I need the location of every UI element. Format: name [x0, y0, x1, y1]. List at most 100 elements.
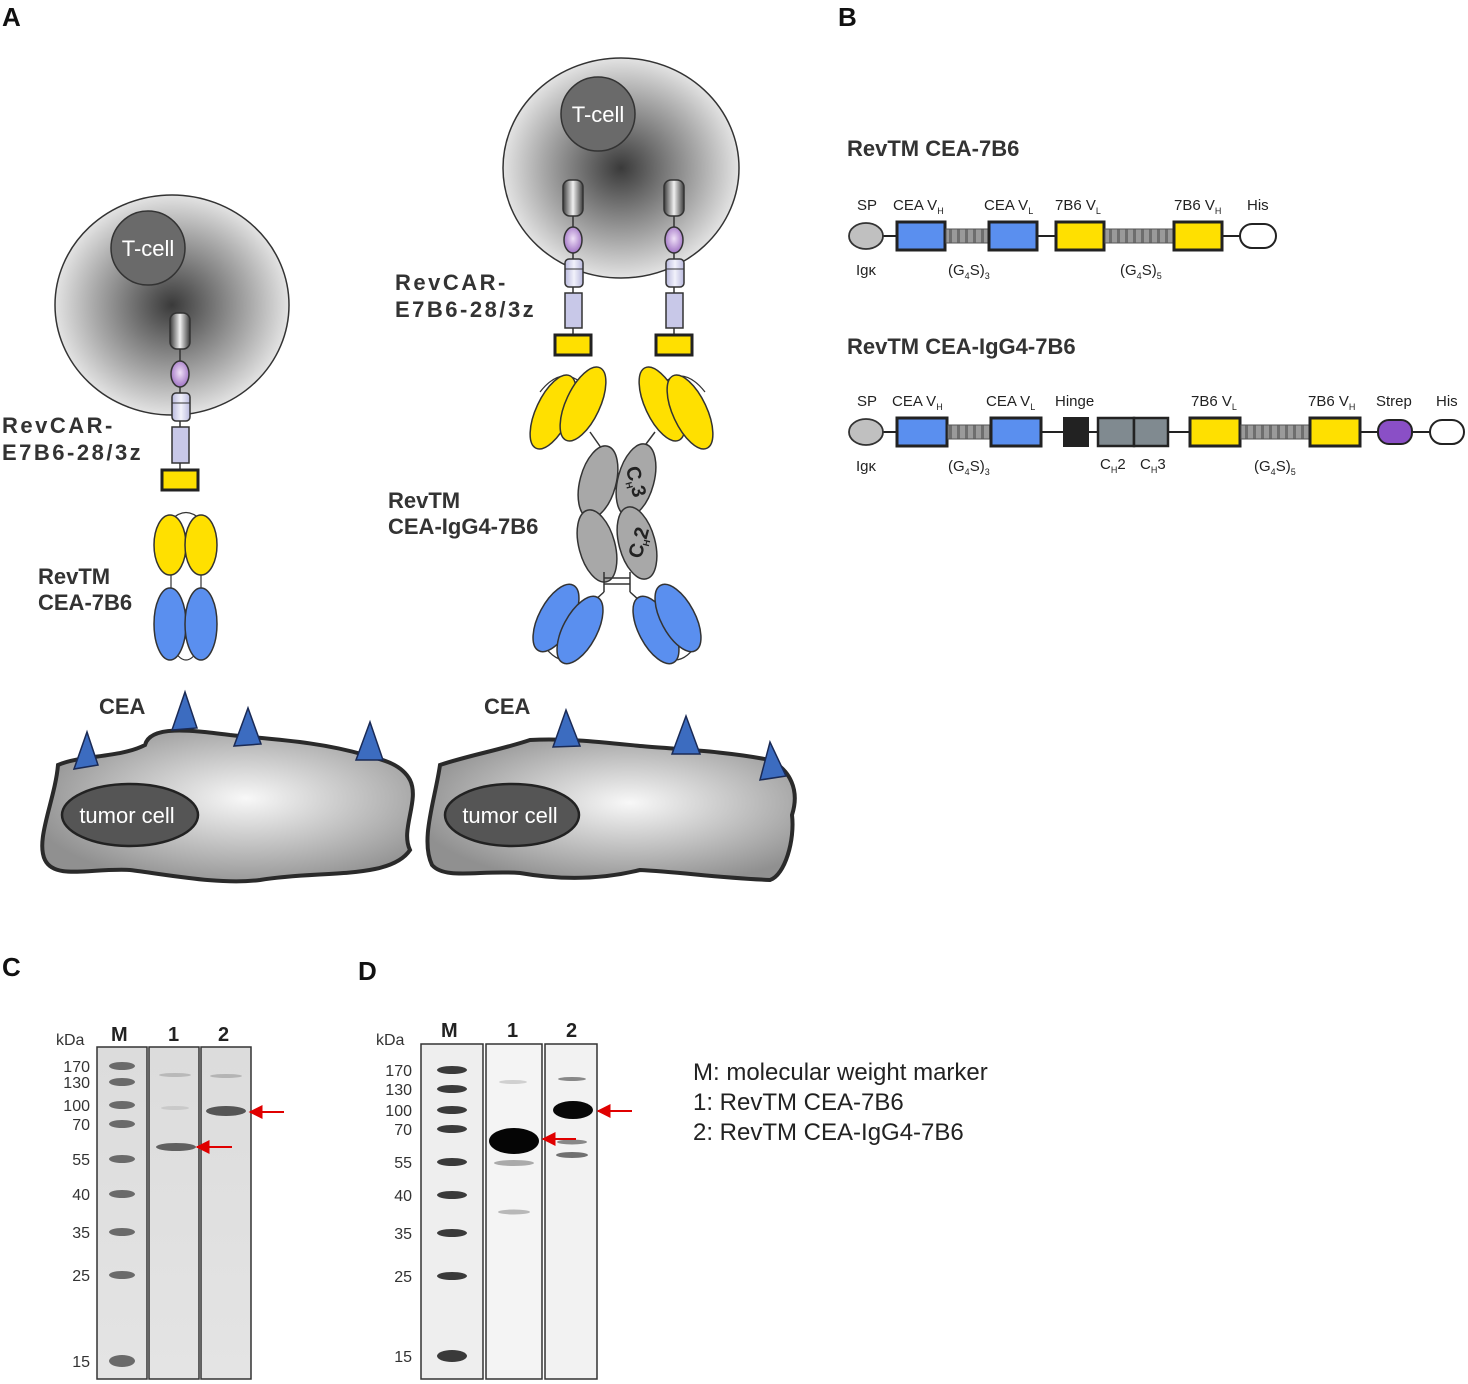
- kda-tick-label: 130: [63, 1075, 90, 1092]
- marker-band: [437, 1229, 467, 1237]
- linker1-label: (G4S)3: [948, 262, 990, 281]
- cea-vl-block: [989, 416, 1043, 448]
- blot-band-faint: [499, 1080, 527, 1084]
- revcar-receptor: [654, 179, 694, 357]
- car-hinge: [171, 426, 190, 464]
- linker-g4s5: [1240, 424, 1310, 440]
- blot-band-faint: [557, 1139, 587, 1145]
- t-cell-label: T-cell: [122, 236, 175, 261]
- gel-lane-2: [200, 1046, 252, 1380]
- marker-band: [109, 1078, 135, 1086]
- legend-m: M: molecular weight marker: [693, 1059, 988, 1086]
- hinge-label: Hinge: [1055, 393, 1094, 410]
- cea-label: CEA: [484, 694, 531, 719]
- cea-antigens: [72, 689, 385, 770]
- revtm-left-label-line1: RevTM: [38, 564, 110, 589]
- strep-label: Strep: [1376, 393, 1412, 410]
- marker-band: [109, 1228, 135, 1236]
- b6-vl-block: [1054, 220, 1106, 252]
- panel-label-b: B: [838, 2, 857, 32]
- gel-band-faint: [159, 1073, 191, 1077]
- gel-band-faint: [210, 1074, 242, 1078]
- lane-label-2: 2: [566, 1020, 577, 1042]
- panel-label-a: A: [2, 2, 21, 32]
- marker-band: [109, 1062, 135, 1070]
- revtm-cea-7b6-molecule: [153, 511, 218, 661]
- revcar-label-line2: E7B6-28/3z: [395, 297, 536, 322]
- strep-tag: [1377, 419, 1413, 445]
- kda-tick-label: 35: [394, 1226, 412, 1243]
- kda-tick-label: 55: [394, 1155, 412, 1172]
- b6-vl-label: 7B6 VL: [1055, 197, 1101, 216]
- b6-vh-block: [1308, 416, 1362, 448]
- tumor-cell-nucleus: [443, 782, 581, 848]
- car-e7b6-epitope: [160, 468, 200, 492]
- legend-lane1: 1: RevTM CEA-7B6: [693, 1089, 904, 1116]
- revtm-right-label-line2: CEA-IgG4-7B6: [388, 514, 538, 539]
- gel-lane-1: [148, 1046, 200, 1380]
- tumor-cell-label: tumor cell: [79, 803, 174, 828]
- kda-tick-label: 170: [385, 1063, 412, 1080]
- blot-band-faint: [558, 1077, 586, 1081]
- revcar-label-line2: E7B6-28/3z: [2, 440, 143, 465]
- linker-g4s3: [947, 424, 991, 440]
- linker2-label: (G4S)5: [1120, 262, 1162, 281]
- marker-band: [109, 1120, 135, 1128]
- construct1-title: RevTM CEA-7B6: [847, 136, 1019, 161]
- marker-band: [437, 1158, 467, 1166]
- t-cell-nucleus: [110, 210, 186, 286]
- cea-antigen: [72, 729, 99, 770]
- vl-cea-domain: [184, 587, 218, 661]
- kda-tick-label: 70: [394, 1122, 412, 1139]
- blot-band-revtm-cea-7b6: [489, 1128, 539, 1154]
- cea-vh-block: [895, 416, 949, 448]
- marker-bands: [109, 1062, 135, 1367]
- cea-vh-block: [895, 220, 947, 252]
- marker-band: [437, 1191, 467, 1199]
- kda-tick-label: 15: [72, 1354, 90, 1371]
- cea-antigen: [758, 739, 788, 781]
- kda-tick-label: 40: [72, 1187, 90, 1204]
- kda-tick-label: 15: [394, 1349, 412, 1366]
- cea-antigens: [551, 707, 788, 781]
- gel-lane-marker: [96, 1046, 148, 1380]
- b6-vl-label: 7B6 VL: [1191, 393, 1237, 412]
- cea-vh-label: CEA VH: [892, 393, 943, 412]
- linker2-label: (G4S)5: [1254, 458, 1296, 477]
- b6-vh-label: 7B6 VH: [1308, 393, 1355, 412]
- blot-band-faint: [494, 1160, 534, 1166]
- kda-unit-label: kDa: [376, 1032, 405, 1049]
- kda-tick-label: 100: [385, 1103, 412, 1120]
- vh-cea-domain: [654, 583, 702, 653]
- marker-band: [109, 1355, 135, 1367]
- vl-7b6-domain: [184, 514, 218, 576]
- cea-vl-label: CEA VL: [984, 197, 1033, 216]
- marker-band: [109, 1271, 135, 1279]
- tumor-cell-label: tumor cell: [462, 803, 557, 828]
- car-costim-domain: [170, 360, 190, 388]
- blot-lane-2: [544, 1043, 598, 1380]
- lane-label-m: M: [441, 1020, 458, 1042]
- revtm-right-label-line1: RevTM: [388, 488, 460, 513]
- panel-label-c: C: [2, 952, 21, 982]
- svg-text:H: H: [641, 538, 652, 547]
- his-label: His: [1436, 393, 1458, 410]
- ch3-block: [1132, 416, 1170, 448]
- marker-band: [437, 1125, 467, 1133]
- blot-band-faint: [556, 1152, 588, 1158]
- signal-peptide-igk: [848, 222, 884, 250]
- his-tag: [1239, 223, 1277, 249]
- cea-vl-block: [987, 220, 1039, 252]
- svg-text:2: 2: [630, 525, 654, 541]
- car-signaling-domain: [169, 312, 191, 350]
- panel-label-d: D: [358, 956, 377, 986]
- ch2-label: CH2: [1100, 456, 1126, 475]
- blot-band-revtm-cea-igg4-7b6: [553, 1101, 593, 1119]
- svg-text:C: C: [625, 541, 650, 561]
- kda-unit-label: kDa: [56, 1032, 85, 1049]
- marker-band: [437, 1085, 467, 1093]
- his-label: His: [1247, 197, 1269, 214]
- cea-antigen: [670, 713, 702, 755]
